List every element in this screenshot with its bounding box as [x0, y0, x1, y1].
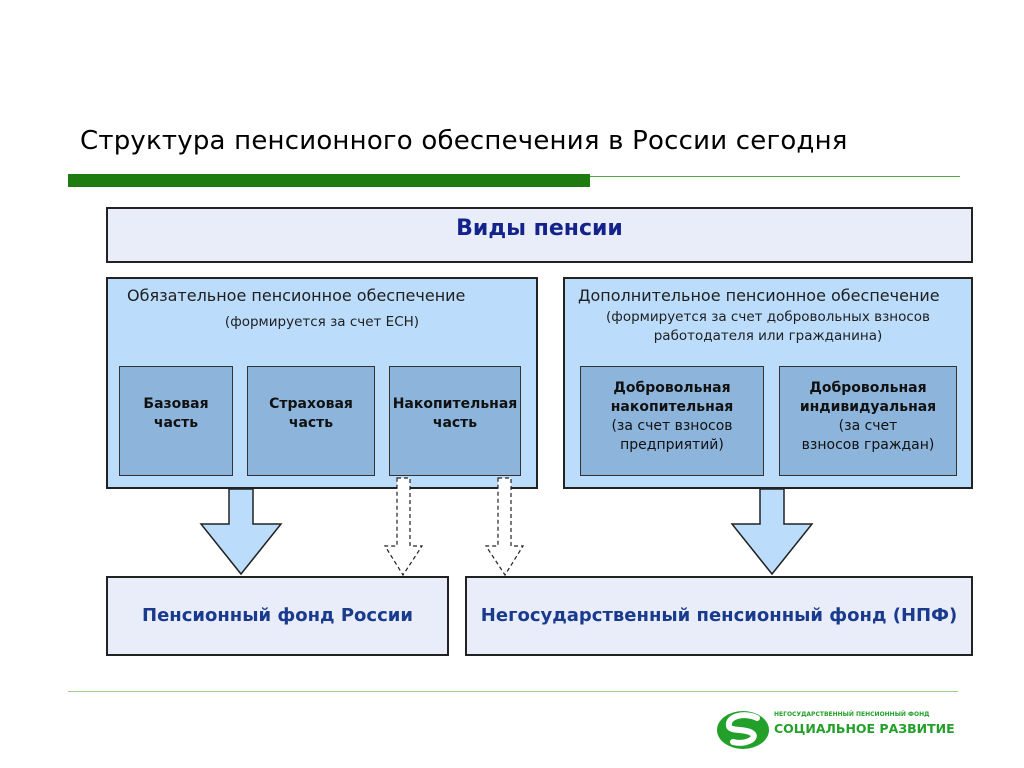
mandatory-group-subtitle: (формируется за счет ЕСН) [224, 314, 420, 330]
title-underline-bar [68, 174, 590, 187]
voluntary-funded-line2: накопительная [610, 399, 734, 415]
mandatory-group-title: Обязательное пенсионное обеспечение [127, 286, 466, 305]
title-underline-thin [590, 176, 960, 177]
logo-big-text: СОЦИАЛЬНОЕ РАЗВИТИЕ [774, 721, 955, 736]
dashed-arrow-funded-to-pfr [383, 477, 424, 577]
voluntary-individual-box: Добровольная индивидуальная (за счет взн… [779, 366, 957, 476]
basic-part-line2: часть [153, 415, 199, 431]
pfr-box [106, 576, 449, 656]
funded-part-line1: Накопительная [392, 396, 518, 412]
voluntary-individual-line4: взносов граждан) [801, 437, 935, 453]
voluntary-funded-line1: Добровольная [613, 380, 731, 396]
additional-subtitle-line2: работодателя или гражданина) [653, 328, 883, 344]
voluntary-funded-line4: предприятий) [620, 437, 724, 453]
voluntary-individual-line1: Добровольная [809, 380, 927, 396]
npf-box [465, 576, 973, 656]
voluntary-individual-line2: индивидуальная [799, 399, 937, 415]
logo-small-text: НЕГОСУДАРСТВЕННЫЙ ПЕНСИОННЫЙ ФОНД [774, 711, 930, 718]
voluntary-funded-box: Добровольная накопительная (за счет взно… [580, 366, 764, 476]
additional-subtitle-line1: (формируется за счет добровольных взносо… [606, 309, 930, 325]
pension-types-header-box [106, 207, 973, 263]
dashed-arrow-funded-to-npf [484, 477, 525, 577]
funded-part-box: Накопительная часть [389, 366, 521, 476]
arrow-to-pfr [199, 488, 283, 576]
voluntary-funded-line3: (за счет взносов [611, 418, 733, 434]
additional-group-subtitle: (формируется за счет добровольных взносо… [563, 308, 973, 346]
additional-group-title: Дополнительное пенсионное обеспечение [578, 286, 940, 305]
slide-title: Структура пенсионного обеспечения в Росс… [80, 126, 848, 156]
arrow-to-npf [730, 488, 814, 576]
voluntary-individual-line3: (за счет [838, 418, 898, 434]
insurance-part-line1: Страховая [269, 396, 353, 412]
basic-part-box: Базовая часть [119, 366, 233, 476]
footer-divider [68, 691, 958, 692]
npf-label: Негосударственный пенсионный фонд (НПФ) [480, 605, 958, 626]
basic-part-line1: Базовая [143, 396, 209, 412]
funded-part-line2: часть [432, 415, 478, 431]
social-development-logo-icon [717, 711, 769, 749]
pension-types-header: Виды пенсии [456, 216, 623, 241]
pfr-label: Пенсионный фонд России [142, 605, 413, 626]
insurance-part-line2: часть [288, 415, 334, 431]
insurance-part-box: Страховая часть [247, 366, 375, 476]
